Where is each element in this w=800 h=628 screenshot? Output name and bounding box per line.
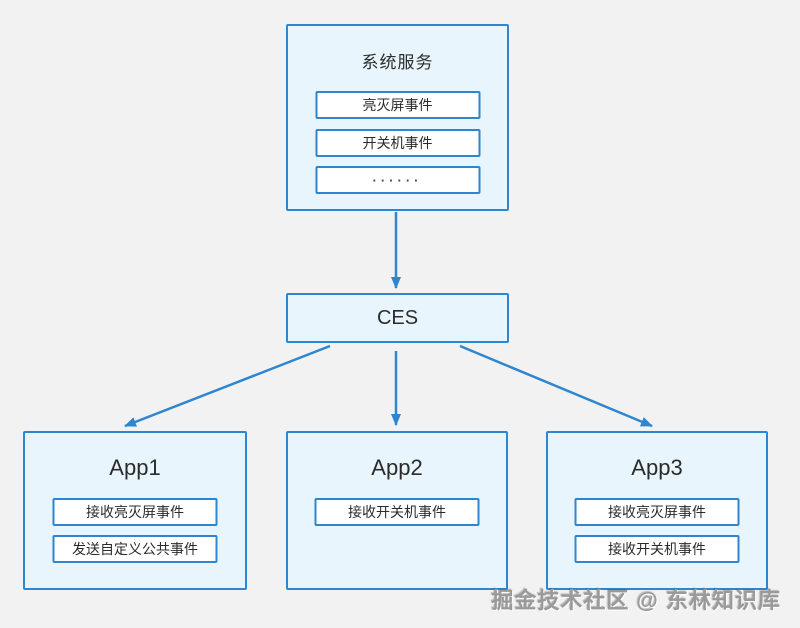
ces-label: CES	[376, 306, 419, 329]
app3-box: App3 接收亮灭屏事件 接收开关机事件	[546, 431, 768, 590]
event-pill-screen-on-off: 亮灭屏事件	[315, 91, 480, 119]
app3-title: App3	[631, 455, 683, 480]
app3-item-receive-power-events: 接收开关机事件	[574, 535, 740, 563]
app2-title: App2	[371, 455, 423, 480]
app1-item-send-custom-events: 发送自定义公共事件	[52, 535, 218, 563]
watermark-text: 掘金技术社区 @ 东林知识库	[491, 588, 781, 613]
event-pill-ellipsis: ······	[315, 166, 480, 194]
system-service-box: 系统服务 亮灭屏事件 开关机事件 ······	[286, 24, 509, 211]
arrow-ces-to-app1	[124, 344, 331, 428]
ces-box: CES	[286, 293, 509, 343]
app2-box: App2 接收开关机事件	[286, 431, 508, 590]
app2-item-receive-power-events: 接收开关机事件	[314, 498, 480, 526]
app1-box: App1 接收亮灭屏事件 发送自定义公共事件	[23, 431, 247, 590]
event-pill-power-on-off: 开关机事件	[315, 129, 480, 157]
app1-title: App1	[109, 455, 161, 480]
arrow-ces-to-app3	[459, 344, 653, 428]
app3-item-receive-screen-events: 接收亮灭屏事件	[574, 498, 740, 526]
system-service-title: 系统服务	[361, 53, 434, 72]
app1-item-receive-screen-events: 接收亮灭屏事件	[52, 498, 218, 526]
